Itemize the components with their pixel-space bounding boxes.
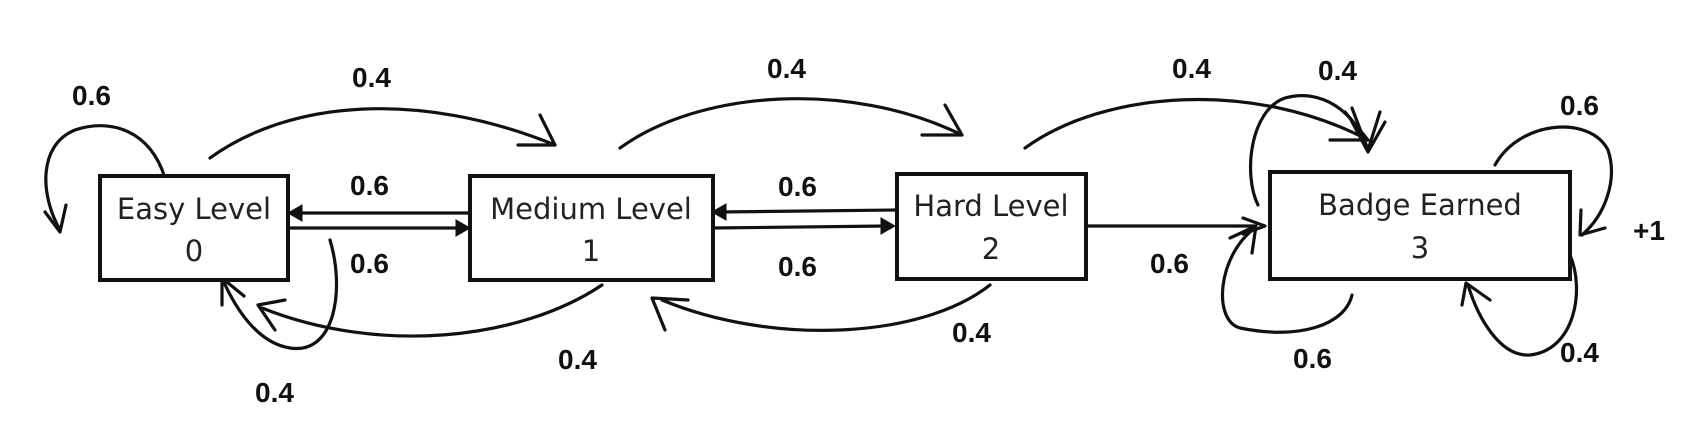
node-easy-label: Easy Level (117, 192, 271, 226)
prob-medium-to-easy-curve: 0.4 (558, 344, 597, 375)
edge-hard-to-medium-curve (660, 283, 992, 332)
edge-badge-self-right (1493, 125, 1613, 237)
node-easy: Easy Level 0 (98, 174, 290, 282)
prob-badge-self-right: 0.6 (1560, 90, 1599, 121)
edge-hard-to-badge-curve (1023, 97, 1370, 150)
node-badge-index: 3 (1411, 231, 1429, 265)
arrowhead-hard-to-medium-curve (650, 296, 690, 332)
prob-hard-to-badge: 0.6 (1150, 248, 1189, 279)
arrowhead-medium-to-hard-straight (880, 217, 897, 235)
edge-medium-to-hard-curve (618, 97, 964, 150)
prob-easy-to-medium: 0.6 (350, 248, 389, 279)
edge-easy-self-loop (44, 124, 167, 232)
node-badge: Badge Earned 3 (1268, 170, 1572, 281)
arrowhead-medium-to-easy (286, 204, 303, 222)
prob-hard-to-badge-curve: 0.4 (1172, 53, 1211, 84)
prob-medium-to-hard: 0.6 (778, 251, 817, 282)
prob-easy-to-medium-curve: 0.4 (352, 62, 391, 93)
prob-easy-loop-back: 0.4 (255, 377, 294, 408)
arrowhead-easy-self (43, 203, 68, 234)
edge-easy-to-medium-curve (208, 107, 557, 160)
node-easy-index: 0 (185, 234, 203, 268)
prob-badge-loop-bottom-right: 0.4 (1560, 337, 1599, 368)
node-medium: Medium Level 1 (468, 174, 715, 282)
prob-easy-self: 0.6 (72, 80, 111, 111)
prob-hard-to-medium: 0.6 (778, 171, 817, 202)
arrowhead-badge-top-incoming (1348, 116, 1387, 154)
node-hard-index: 2 (982, 232, 1000, 266)
prob-badge-loop-bottom-left: 0.6 (1293, 343, 1332, 374)
node-badge-label: Badge Earned (1318, 188, 1522, 222)
node-medium-label: Medium Level (490, 192, 692, 226)
prob-hard-to-medium-curve: 0.4 (952, 317, 991, 348)
edge-medium-to-hard (710, 224, 889, 230)
prob-medium-to-hard-curve: 0.4 (767, 53, 806, 84)
edge-medium-to-easy-curve (260, 283, 604, 338)
arrowhead-easy-to-medium (516, 113, 557, 147)
arrowhead-hard-to-medium (710, 203, 727, 221)
node-hard: Hard Level 2 (895, 172, 1088, 281)
edge-badge-loop-bottom-left (1220, 226, 1354, 334)
arrowhead-medium-to-easy-curve (256, 298, 287, 332)
reward-label: +1 (1633, 215, 1665, 246)
node-medium-index: 1 (582, 234, 600, 268)
edge-easy-loop-back (220, 238, 339, 350)
prob-medium-to-easy: 0.6 (350, 170, 389, 201)
edge-hard-to-medium (718, 208, 897, 214)
prob-badge-loop-top: 0.4 (1318, 55, 1357, 86)
arrowhead-badge-loop-bottom-left (1228, 224, 1258, 255)
node-hard-label: Hard Level (913, 189, 1068, 223)
arrowhead-medium-to-hard (920, 103, 964, 137)
arrowhead-easy-to-medium-straight (455, 219, 472, 237)
arrowhead-badge-loop-bottom-right (1460, 281, 1492, 307)
edge-badge-loop-bottom-right (1466, 253, 1579, 357)
arrowhead-badge-self-right (1578, 208, 1607, 237)
